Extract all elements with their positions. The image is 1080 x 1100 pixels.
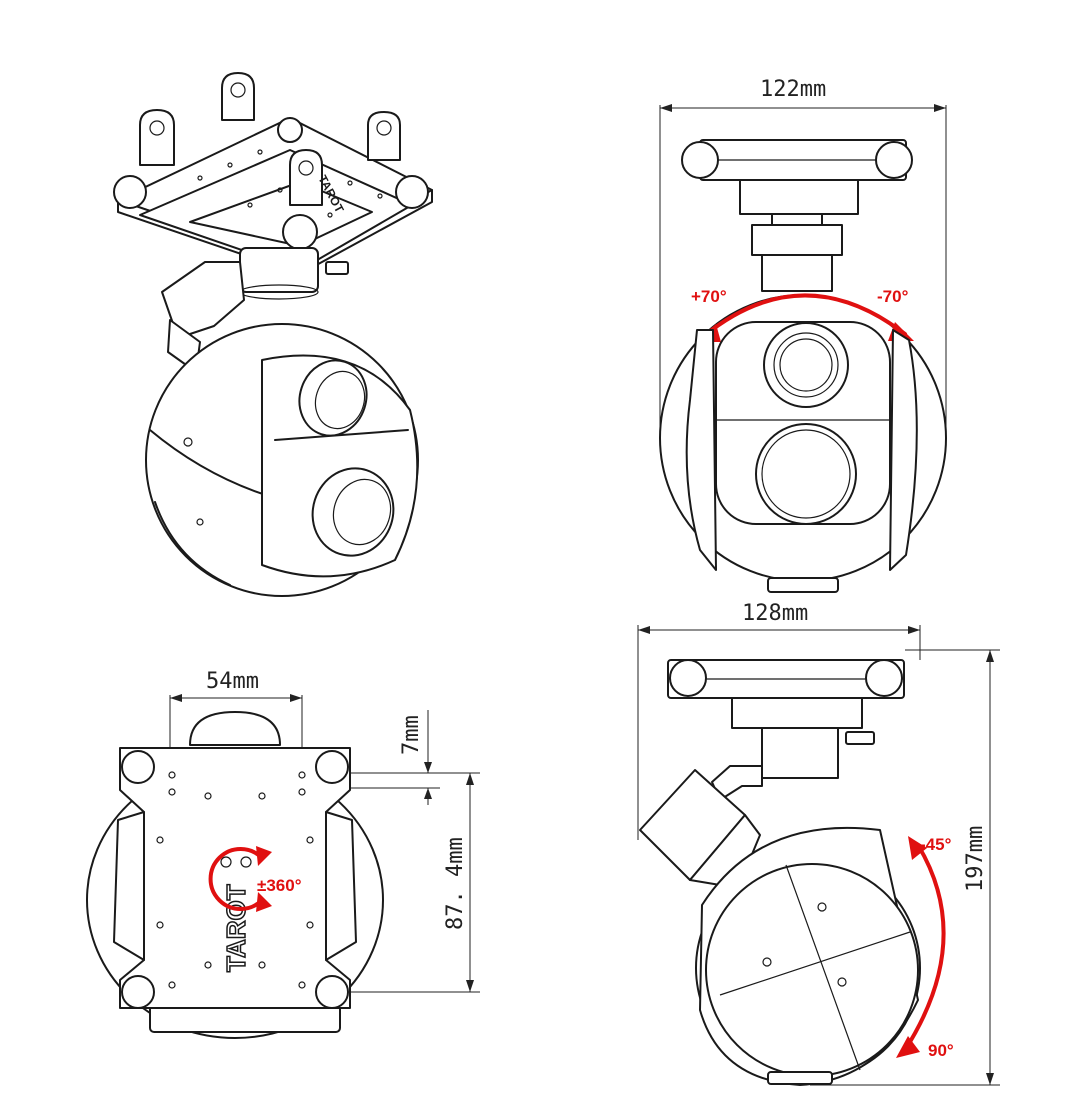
front-tilt-left-label: +70° xyxy=(691,287,727,306)
bottom-view: 54mm 7mm 87. 4mm xyxy=(86,669,480,1039)
bottom-length-label: 87. 4mm xyxy=(443,837,468,930)
brand-logo-text: TAROT xyxy=(221,884,251,972)
front-tilt-right-label: -70° xyxy=(877,287,909,306)
side-tilt-up-label: -45° xyxy=(920,835,952,854)
isometric-view: TAROT xyxy=(113,72,433,597)
bottom-width-label: 54mm xyxy=(206,669,259,694)
front-view: 122mm +70° -70° xyxy=(659,77,947,593)
front-width-label: 122mm xyxy=(760,77,826,102)
side-height-label: 197mm xyxy=(963,826,988,892)
side-width-label: 128mm xyxy=(742,601,808,626)
side-tilt-down-label: 90° xyxy=(928,1041,954,1060)
bottom-offset-label: 7mm xyxy=(399,715,424,755)
side-view: 128mm 197mm -45° 90° xyxy=(637,601,1000,1086)
bottom-pan-label: ±360° xyxy=(257,876,302,895)
